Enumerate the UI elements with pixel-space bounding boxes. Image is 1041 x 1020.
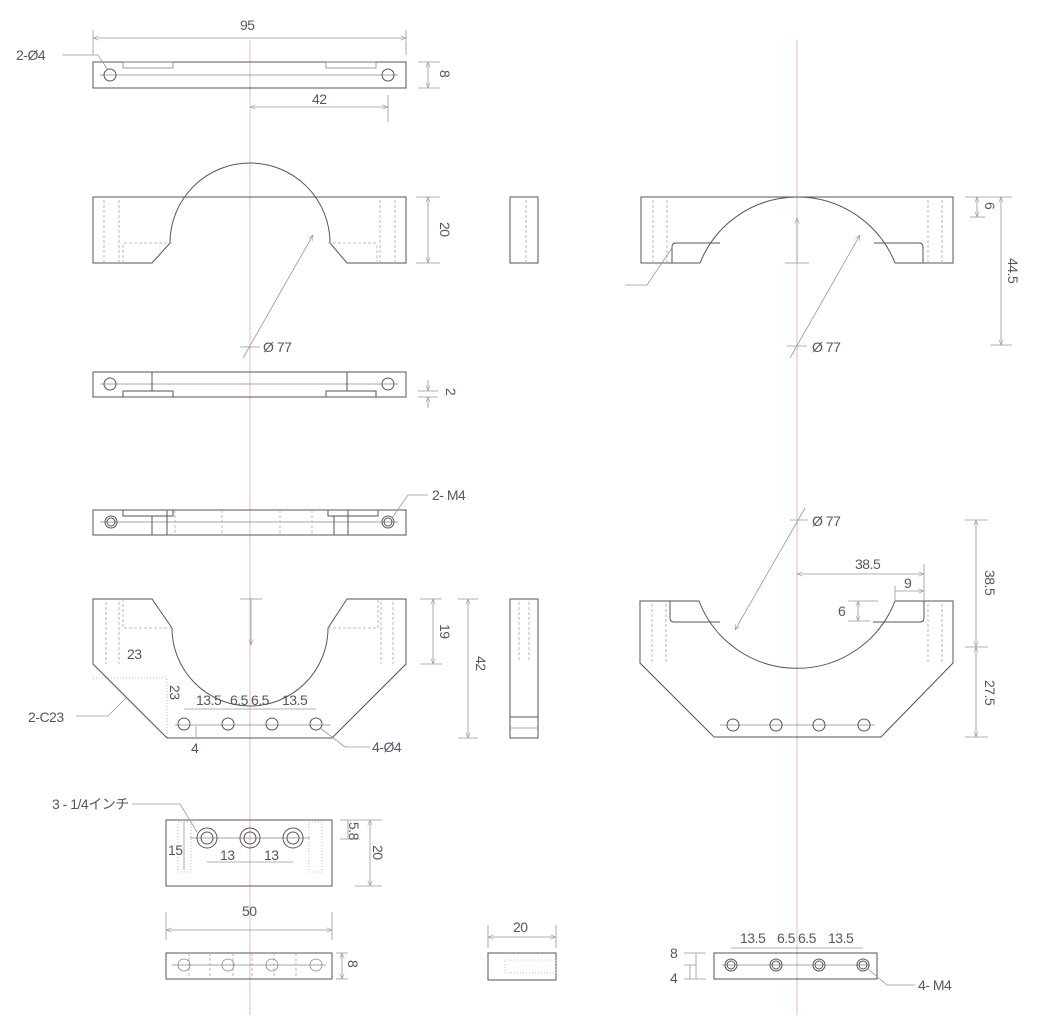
- dim-upper-h: 38.5: [982, 570, 998, 596]
- side-view-lower: [509, 598, 539, 739]
- dim-width: 95: [240, 17, 255, 33]
- right-upper-view: Ø 77 6 44.5: [625, 196, 1021, 359]
- dim-side-width: 20: [513, 919, 528, 935]
- dim-arc-diameter: Ø 77: [263, 339, 292, 355]
- dim-br-h8: 8: [670, 945, 678, 961]
- callout-holes-lower: 4-Ø4: [372, 739, 402, 755]
- dim-block-sp2: 13: [264, 847, 279, 863]
- dim-br-sp1: 13.5: [740, 930, 766, 946]
- dim-arc-diameter-lower: Ø 77: [812, 513, 841, 529]
- dim-chamfer-v: 23: [167, 685, 183, 700]
- dim-thickness: 8: [437, 70, 453, 78]
- dim-height: 20: [437, 222, 453, 237]
- dim-chamfer-h: 23: [127, 646, 142, 662]
- callout-tapped: 2- M4: [432, 487, 466, 503]
- hole-icon: [381, 68, 395, 82]
- dim-height-a: 19: [437, 624, 453, 639]
- dim-slot: 15: [168, 842, 183, 858]
- callout-holes: 2-Ø4: [16, 47, 46, 63]
- front-view: Ø 77 20: [92, 162, 539, 359]
- dim-pocket-depth: 6: [838, 603, 846, 619]
- top-view: 95 2-Ø4 42 8: [16, 17, 453, 122]
- dim-depth: 2: [443, 388, 459, 396]
- callout-chamfer: 2-C23: [28, 709, 64, 725]
- callout-threads: 3 - 1/4インチ: [52, 796, 129, 812]
- dim-block-sp1: 13: [220, 847, 235, 863]
- dim-offset: 5.8: [346, 822, 362, 841]
- dim-hole-spacing: 42: [312, 91, 327, 107]
- right-lower-view: Ø 77 38.5 9 6 38.5 27.5: [639, 507, 998, 738]
- dim-br-sp4: 13.5: [828, 930, 854, 946]
- dim-top: 6: [982, 202, 998, 210]
- dim-sp2: 6.5: [230, 692, 249, 708]
- hole-icon: [103, 68, 117, 82]
- dim-block-height: 20: [370, 845, 386, 860]
- callout-br-holes: 4- M4: [918, 977, 952, 993]
- dim-block-thickness: 8: [345, 960, 361, 968]
- bottom-view: 2: [92, 371, 459, 408]
- dim-height-right: 44.5: [1005, 258, 1021, 284]
- side-view: [509, 196, 539, 264]
- dim-br-h4: 4: [670, 970, 678, 986]
- dim-ledge: 9: [904, 575, 912, 591]
- dim-half-width: 38.5: [855, 556, 881, 572]
- dim-lower-h: 27.5: [982, 680, 998, 706]
- dim-br-sp2: 6.5: [777, 930, 796, 946]
- dim-arc-diameter-right: Ø 77: [812, 339, 841, 355]
- dim-sp4: 13.5: [282, 692, 308, 708]
- dim-height-b: 42: [473, 656, 489, 671]
- lower-part-view: 13.5 6.5 6.5 13.5 4 23 23 2-C23 4-Ø4 19 …: [28, 598, 539, 756]
- bottom-right-view: 13.5 6.5 6.5 13.5 8 4 4- M4: [670, 930, 953, 993]
- tapped-view: 2- M4: [92, 487, 467, 536]
- dim-hole-offset: 4: [191, 740, 199, 756]
- dim-br-sp3: 6.5: [798, 930, 817, 946]
- dim-block-width: 50: [242, 903, 257, 919]
- dim-sp1: 13.5: [196, 692, 222, 708]
- block-view: 3 - 1/4インチ 15 13 13 5.8 20 50 8 20: [52, 796, 557, 981]
- dim-sp3: 6.5: [251, 692, 270, 708]
